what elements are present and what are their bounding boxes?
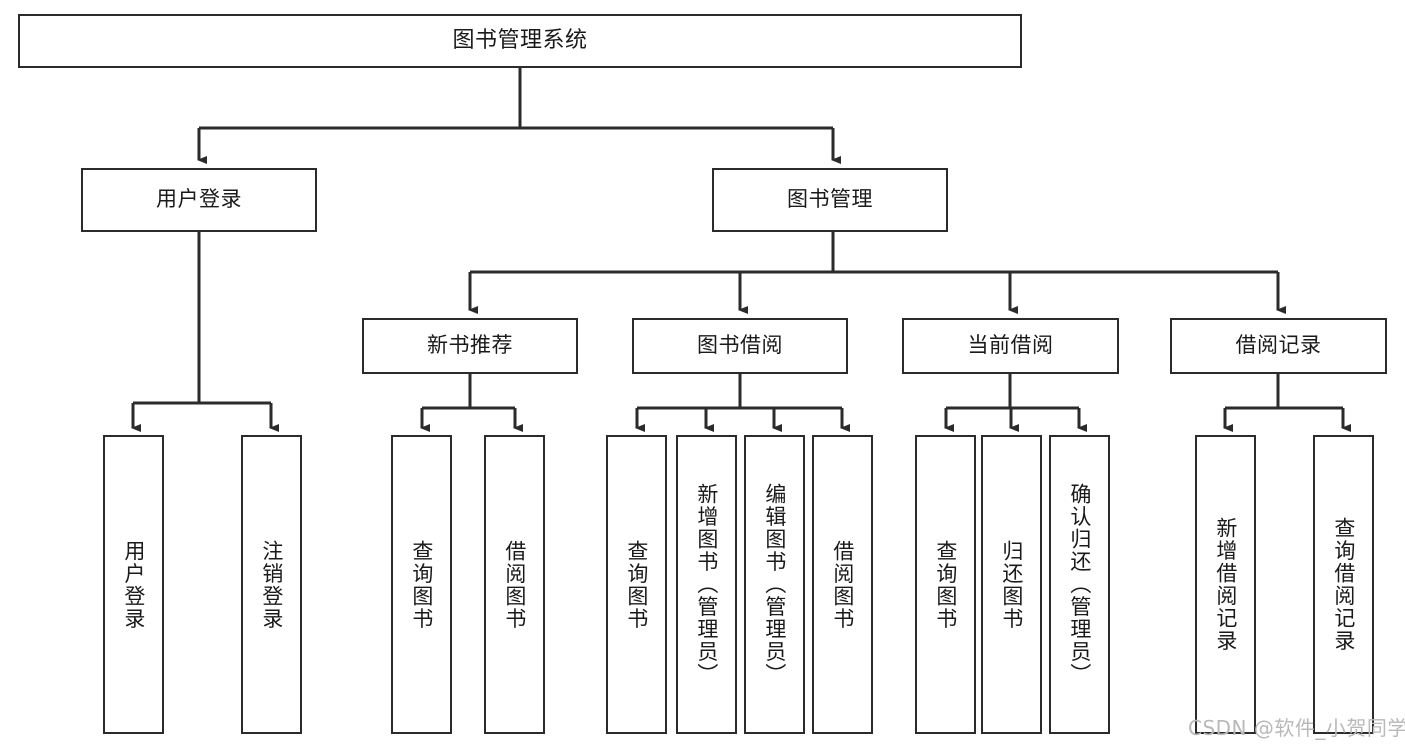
node-borrow-record-label: 借阅记录 xyxy=(1235,333,1322,358)
node-user-login[interactable]: 用户登录 xyxy=(81,168,317,232)
node-leaf-login[interactable]: 用户登录 xyxy=(103,435,164,734)
node-book-borrow-label: 图书借阅 xyxy=(697,333,783,358)
node-book-management[interactable]: 图书管理 xyxy=(712,168,948,232)
node-leaf-logout[interactable]: 注销登录 xyxy=(241,435,302,734)
node-leaf-query-books-2[interactable]: 查询图书 xyxy=(606,435,667,734)
node-leaf-confirm-return-admin-label: 确认归还（管理员） xyxy=(1067,483,1092,686)
csdn-watermark: CSDN @软件_小贺同学 xyxy=(1188,716,1405,740)
node-user-login-label: 用户登录 xyxy=(156,187,242,212)
node-leaf-add-borrow-record-label: 新增借阅记录 xyxy=(1213,517,1238,652)
node-leaf-edit-book-admin-label: 编辑图书（管理员） xyxy=(762,483,787,686)
node-book-management-label: 图书管理 xyxy=(787,187,873,212)
node-leaf-logout-label: 注销登录 xyxy=(259,539,284,630)
node-leaf-query-books-2-label: 查询图书 xyxy=(624,539,649,630)
node-root[interactable]: 图书管理系统 xyxy=(18,14,1022,68)
node-current-borrow-label: 当前借阅 xyxy=(967,333,1054,358)
node-leaf-borrow-books-2-label: 借阅图书 xyxy=(830,539,855,630)
node-leaf-login-label: 用户登录 xyxy=(121,539,146,630)
node-book-borrow[interactable]: 图书借阅 xyxy=(632,318,848,374)
node-current-borrow[interactable]: 当前借阅 xyxy=(902,318,1119,374)
node-borrow-record[interactable]: 借阅记录 xyxy=(1170,318,1387,374)
node-leaf-return-book[interactable]: 归还图书 xyxy=(981,435,1042,734)
node-new-book-recommend[interactable]: 新书推荐 xyxy=(362,318,578,374)
node-leaf-add-book-admin-label: 新增图书（管理员） xyxy=(694,483,719,686)
node-leaf-query-books-1[interactable]: 查询图书 xyxy=(391,435,452,734)
node-leaf-borrow-books-2[interactable]: 借阅图书 xyxy=(812,435,873,734)
node-leaf-add-borrow-record[interactable]: 新增借阅记录 xyxy=(1195,435,1256,734)
node-leaf-query-books-3-label: 查询图书 xyxy=(933,539,958,630)
node-root-label: 图书管理系统 xyxy=(452,27,588,53)
node-leaf-borrow-books-1[interactable]: 借阅图书 xyxy=(484,435,545,734)
node-leaf-edit-book-admin[interactable]: 编辑图书（管理员） xyxy=(744,435,805,734)
node-leaf-query-books-1-label: 查询图书 xyxy=(409,539,434,630)
node-leaf-query-books-3[interactable]: 查询图书 xyxy=(915,435,976,734)
node-leaf-query-borrow-record[interactable]: 查询借阅记录 xyxy=(1313,435,1374,734)
node-leaf-add-book-admin[interactable]: 新增图书（管理员） xyxy=(676,435,737,734)
node-new-book-recommend-label: 新书推荐 xyxy=(427,333,513,358)
node-leaf-query-borrow-record-label: 查询借阅记录 xyxy=(1331,517,1356,652)
node-leaf-confirm-return-admin[interactable]: 确认归还（管理员） xyxy=(1049,435,1110,734)
node-leaf-return-book-label: 归还图书 xyxy=(999,539,1024,630)
node-leaf-borrow-books-1-label: 借阅图书 xyxy=(502,539,527,630)
